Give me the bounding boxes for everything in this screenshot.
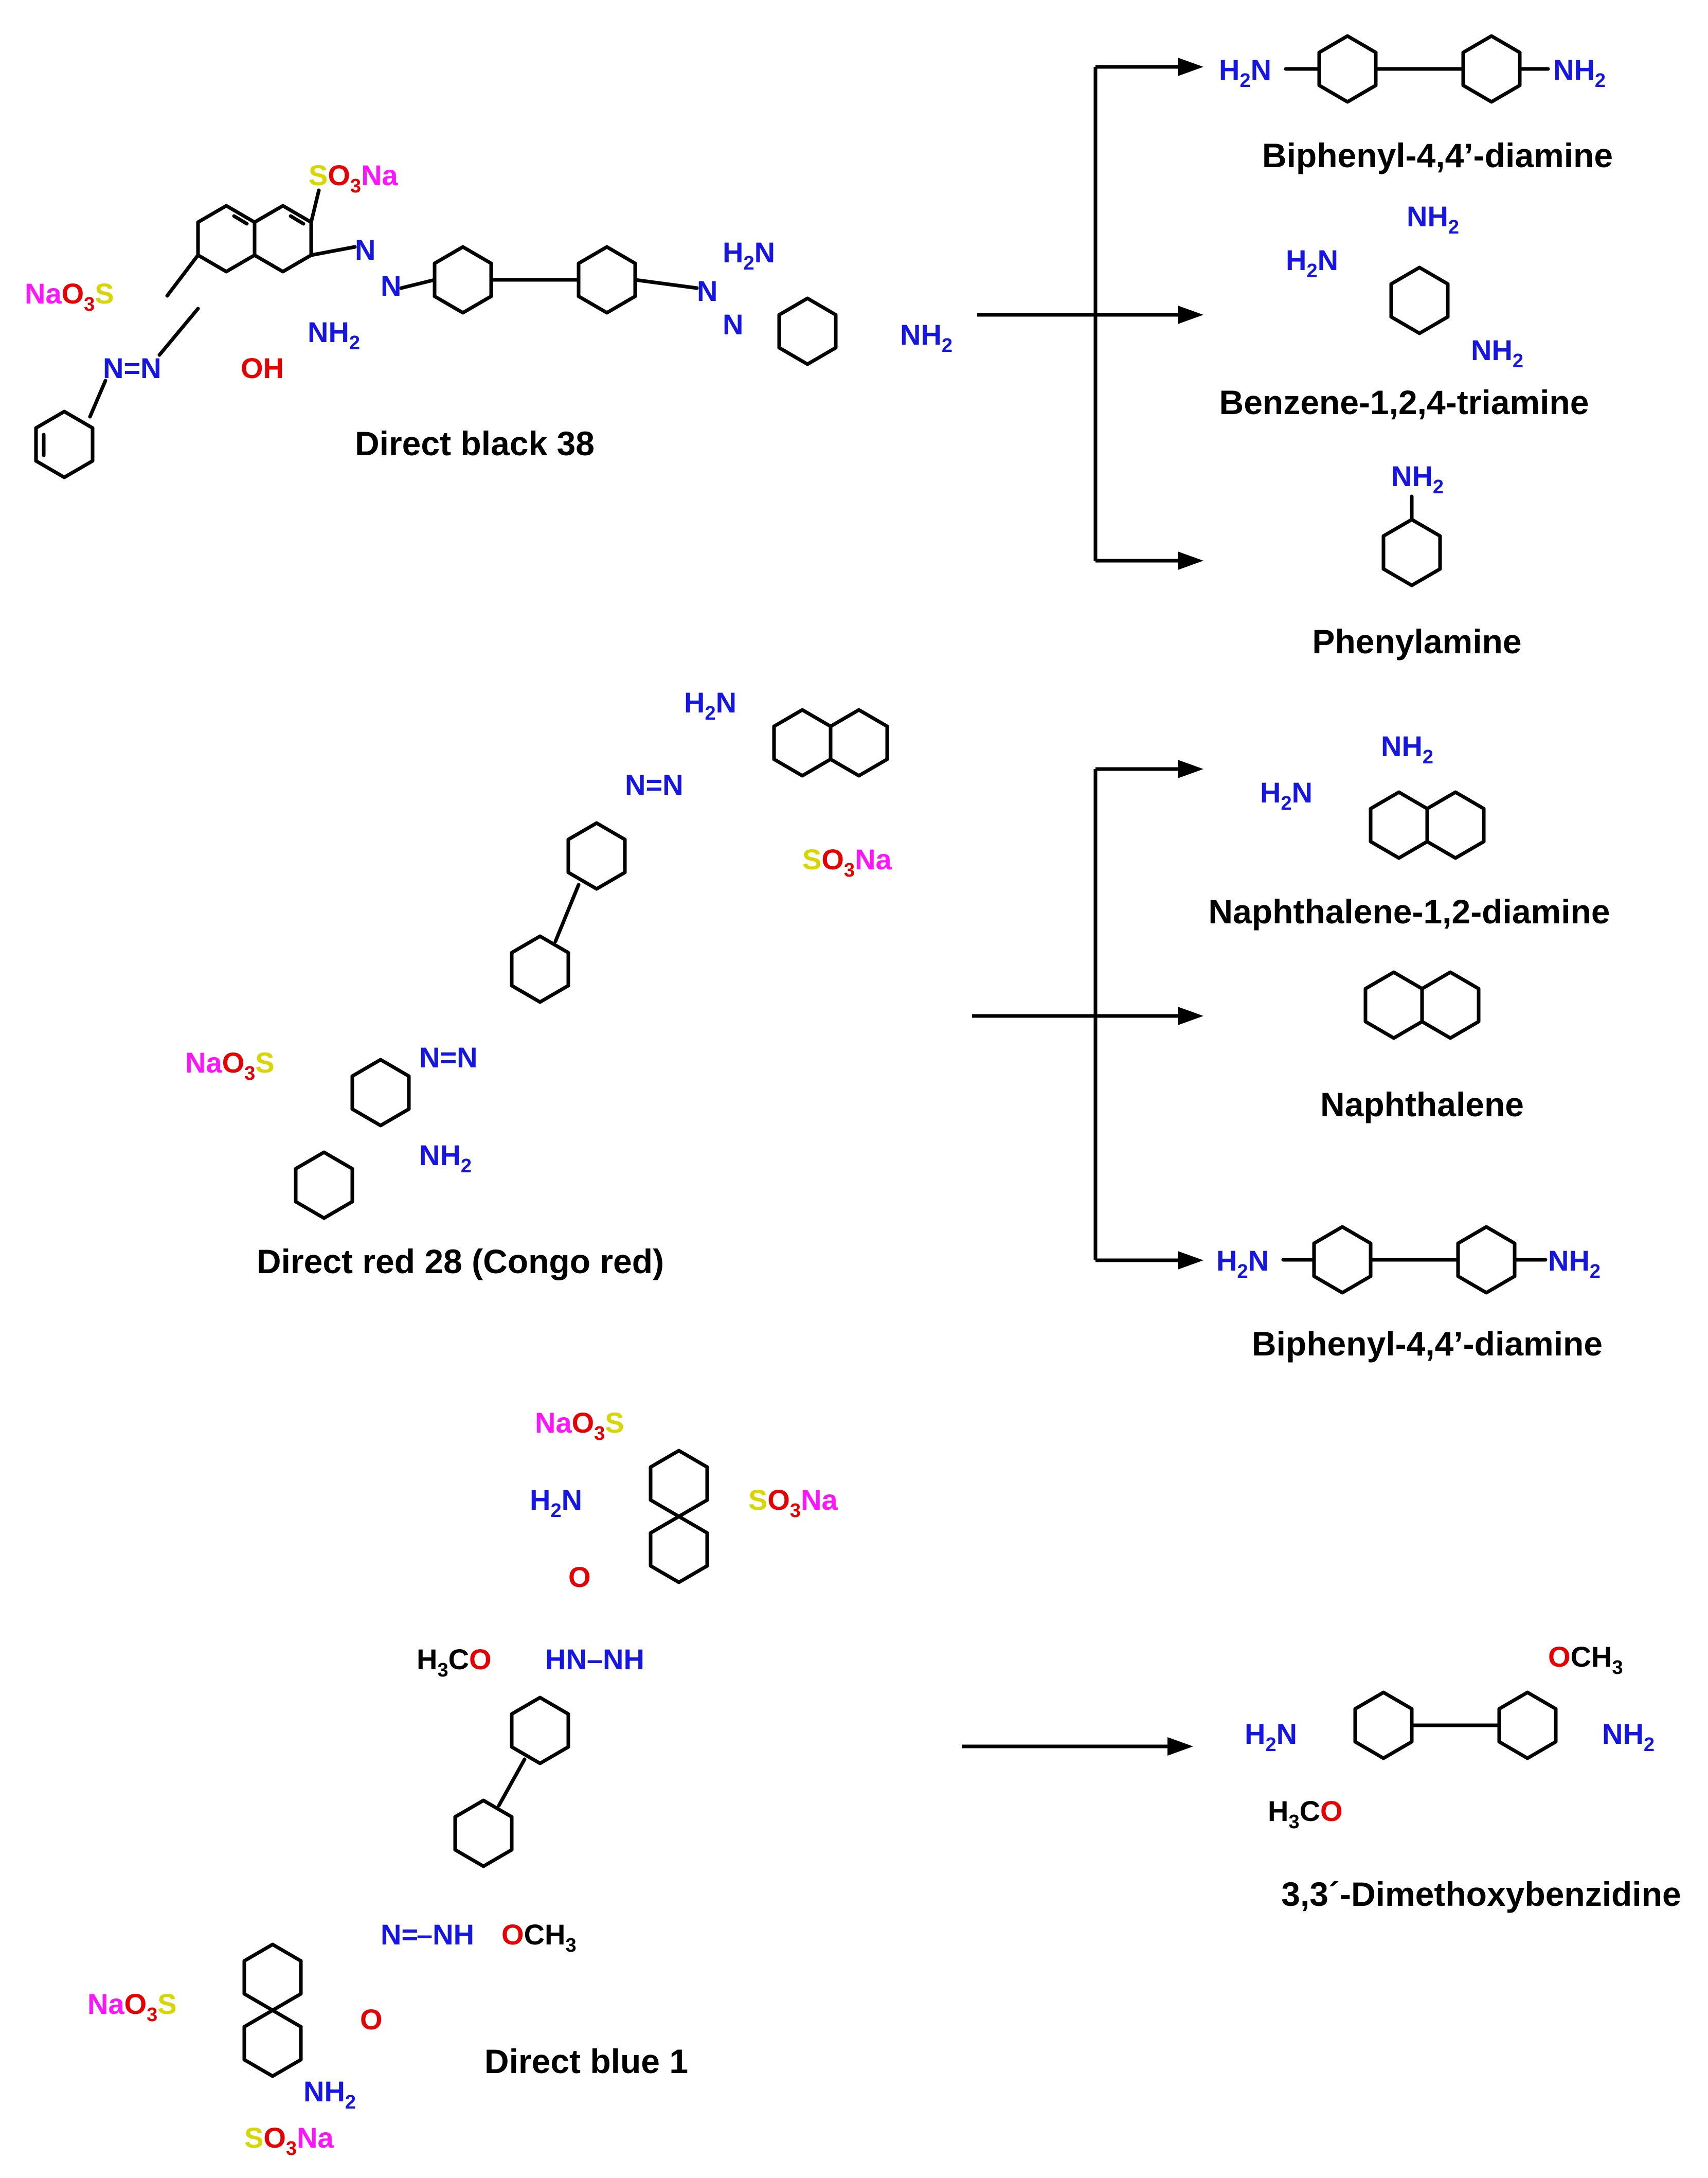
svg-text:NaO3S: NaO3S [535,1406,624,1444]
svg-text:NH2: NH2 [1553,53,1606,92]
svg-text:NH2: NH2 [900,318,952,356]
reaction-arrows-black38 [977,58,1203,570]
svg-text:NH2: NH2 [419,1139,472,1177]
direct-red-28-structure: H2N SO3Na N=N N=N NaO3S NH2 [185,686,892,1220]
product-biphenyl-diamine-2: H2N NH2 [1216,1225,1601,1295]
svg-text:H2N: H2N [1216,1244,1269,1282]
product-naphthalene [1363,970,1481,1040]
direct-black-38-structure: SO3Na NaO3S NH2 OH N=N N N N N H2N NH2 [25,159,952,479]
product-name-benzene-triamine: Benzene-1,2,4-triamine [1219,383,1589,421]
svg-text:O: O [568,1561,591,1593]
svg-text:N=: N= [381,1918,418,1951]
product-biphenyl-diamine-1: H2N NH2 [1219,34,1606,104]
svg-text:H3CO: H3CO [1268,1795,1343,1833]
svg-text:H2N: H2N [723,236,775,274]
svg-text:H2N: H2N [1286,244,1338,282]
svg-text:N: N [723,308,743,341]
direct-blue-1-structure: NaO3S H2N SO3Na O H3CO HN–NH N= –NH OCH3… [87,1406,838,2159]
svg-text:H2N: H2N [530,1484,582,1522]
svg-text:NaO3S: NaO3S [25,277,114,315]
svg-text:HN–NH: HN–NH [545,1643,644,1675]
svg-text:N: N [381,270,401,302]
svg-text:O: O [360,2003,383,2036]
product-name-naphthalene-diamine: Naphthalene-1,2-diamine [1208,892,1610,931]
svg-text:OCH3: OCH3 [1548,1640,1623,1679]
svg-text:NH2: NH2 [1381,730,1433,768]
product-name-phenylamine: Phenylamine [1312,622,1521,660]
svg-text:N=N: N=N [625,769,684,801]
svg-text:SO3Na: SO3Na [244,2121,334,2159]
reaction-arrow-blue1 [962,1737,1193,1756]
svg-text:NH2: NH2 [1471,334,1523,372]
dye-name-direct-black-38: Direct black 38 [355,424,595,462]
svg-text:–NH: –NH [417,1918,474,1951]
svg-text:OCH3: OCH3 [501,1918,577,1956]
svg-text:H2N: H2N [684,686,736,724]
reaction-arrows-red28 [972,760,1203,1270]
svg-text:N=N: N=N [103,352,161,384]
dye-name-direct-red-28: Direct red 28 (Congo red) [257,1242,664,1280]
svg-text:SO3Na: SO3Na [802,843,892,881]
product-name-biphenyl-diamine-1: Biphenyl-4,4ʼ-diamine [1262,136,1613,174]
svg-text:N: N [697,275,717,307]
product-benzene-triamine: NH2 H2N NH2 [1286,200,1523,372]
product-dimethoxybenzidine: OCH3 H2N NH2 H3CO [1245,1640,1655,1833]
svg-text:NaO3S: NaO3S [87,1988,177,2026]
svg-text:NH2: NH2 [1407,200,1459,238]
svg-text:NaO3S: NaO3S [185,1046,275,1084]
svg-text:NH2: NH2 [303,2075,356,2113]
svg-text:H2N: H2N [1245,1718,1297,1756]
svg-text:NH2: NH2 [308,316,360,354]
product-phenylamine: NH2 [1381,460,1444,587]
svg-text:H2N: H2N [1219,53,1271,92]
product-naphthalene-diamine: NH2 H2N [1260,730,1486,860]
dye-name-direct-blue-1: Direct blue 1 [484,2042,688,2080]
svg-text:NH2: NH2 [1548,1244,1601,1282]
svg-text:SO3Na: SO3Na [309,159,399,197]
svg-text:NH2: NH2 [1602,1718,1655,1756]
svg-text:SO3Na: SO3Na [748,1484,838,1522]
product-name-naphthalene: Naphthalene [1320,1085,1524,1123]
svg-text:N=N: N=N [419,1041,478,1074]
svg-text:OH: OH [241,352,284,384]
svg-text:NH2: NH2 [1391,460,1444,498]
product-name-dimethoxybenzidine: 3,3´-Dimethoxybenzidine [1281,1875,1681,1913]
product-name-biphenyl-diamine-2: Biphenyl-4,4ʼ-diamine [1252,1325,1603,1363]
svg-text:H2N: H2N [1260,776,1313,814]
svg-text:H3CO: H3CO [417,1643,492,1681]
svg-text:N: N [355,234,375,266]
